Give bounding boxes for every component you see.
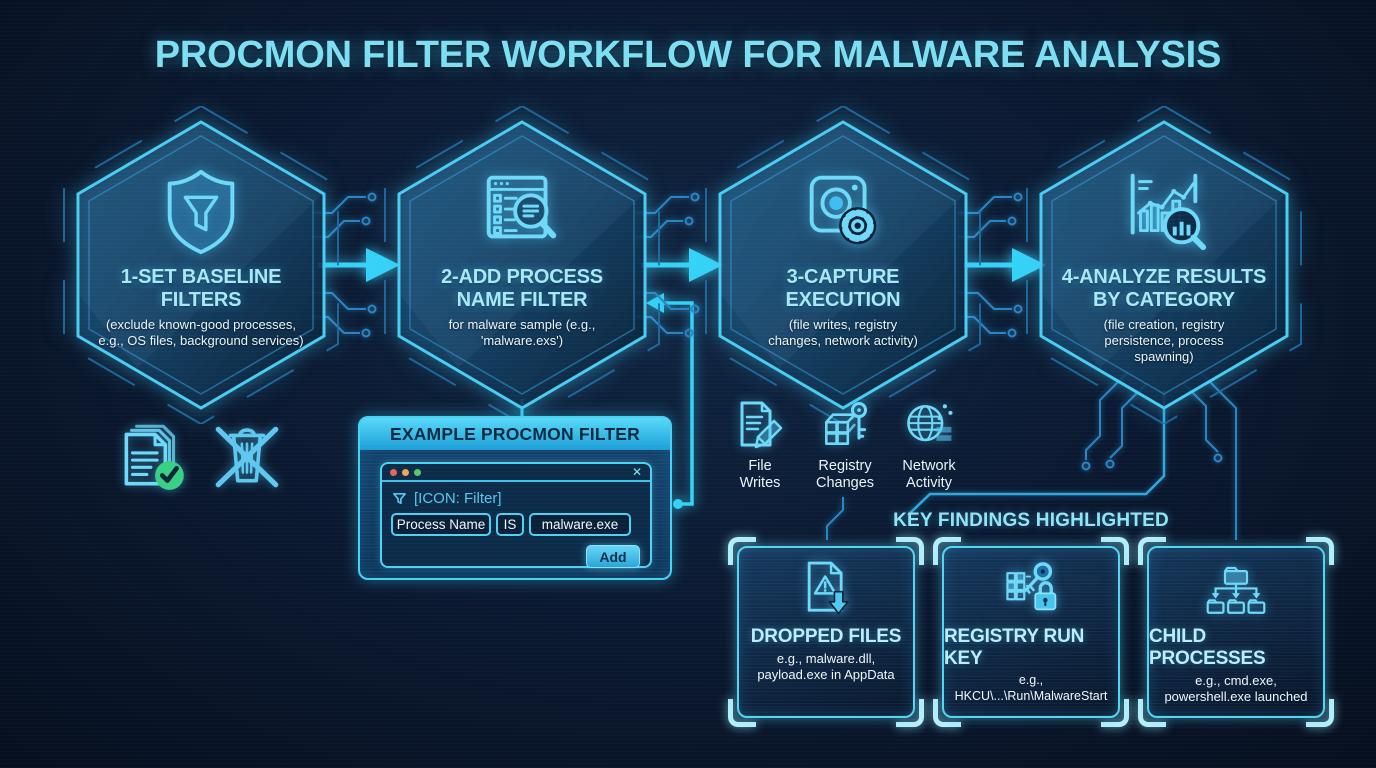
corner-bracket — [728, 699, 756, 727]
corner-bracket — [1138, 699, 1166, 727]
step-subtitle: (exclude known-good processes, e.g., OS … — [98, 316, 304, 348]
network-activity-icon — [907, 404, 953, 442]
approved-documents-icon — [124, 424, 184, 490]
finding-child-processes: CHILD PROCESSES e.g., cmd.exe, powershel… — [1138, 537, 1334, 727]
finding-title: CHILD PROCESSES — [1149, 626, 1266, 669]
arrowhead-step1-step2 — [366, 248, 400, 282]
step-4-hexagon: 4-ANALYZE RESULTS BY CATEGORY (file crea… — [1020, 106, 1308, 424]
window-dot-orange-icon — [402, 468, 409, 476]
window-dot-red-icon — [390, 468, 397, 476]
finding-subtitle: e.g., HKCU\...\Run\MalwareStart — [954, 673, 1108, 703]
page-title: PROCMON FILTER WORKFLOW FOR MALWARE ANAL… — [154, 34, 1222, 76]
hexagon-frame — [705, 106, 981, 424]
corner-bracket — [1138, 537, 1166, 565]
registry-run-key-icon — [1006, 562, 1057, 611]
corner-bracket — [1101, 699, 1129, 727]
hexagon-frame — [384, 106, 660, 424]
step-title: 3-CAPTURE EXECUTION — [785, 266, 901, 311]
category-label: File Writes — [739, 458, 781, 491]
arrowhead-step3-step4 — [1012, 248, 1046, 282]
corner-bracket — [728, 537, 756, 565]
registry-changes-icon — [825, 402, 868, 445]
example-filter-dialog: EXAMPLE PROCMON FILTER ✕ [ICON: Filter] … — [358, 416, 672, 580]
process-list-search-icon — [486, 175, 557, 239]
finding-subtitle: e.g., cmd.exe, powershell.exe launched — [1164, 673, 1308, 705]
file-writes-icon — [740, 401, 783, 449]
connector-step4-keyfindings — [907, 390, 1166, 516]
corner-bracket — [933, 537, 961, 565]
funnel-icon — [393, 492, 406, 505]
corner-bracket — [896, 699, 924, 727]
finding-dropped-files: DROPPED FILES e.g., malware.dll, payload… — [728, 537, 924, 727]
arrowhead-step2-step3 — [689, 248, 723, 282]
key-findings-heading: KEY FINDINGS HIGHLIGHTED — [893, 510, 1169, 531]
filter-relation-field[interactable]: IS — [496, 513, 524, 536]
finding-title: REGISTRY RUN KEY — [944, 626, 1085, 669]
hexagon-frame — [63, 106, 339, 424]
category-label: Registry Changes — [815, 458, 875, 491]
category-file-writes: File Writes — [714, 397, 806, 491]
corner-bracket — [896, 537, 924, 565]
finding-title: DROPPED FILES — [750, 626, 902, 647]
step-subtitle: (file writes, registry changes, network … — [768, 316, 918, 348]
dropped-file-icon — [807, 561, 849, 615]
corner-bracket — [1306, 537, 1334, 565]
add-button[interactable]: Add — [586, 545, 640, 568]
excluded-trash-icon — [215, 426, 279, 488]
step-subtitle: (file creation, registry persistence, pr… — [1103, 316, 1225, 365]
child-processes-icon — [1206, 566, 1266, 614]
connector-droppedfiles — [826, 497, 844, 540]
camera-gear-icon — [809, 175, 877, 245]
dialog-header: EXAMPLE PROCMON FILTER — [360, 418, 670, 450]
corner-bracket — [1101, 537, 1129, 565]
filter-fields-row: Process Name IS malware.exe — [382, 513, 650, 536]
chart-magnifier-icon — [1130, 173, 1207, 251]
hexagon-frame — [1026, 106, 1302, 424]
feedback-terminal-dot — [673, 499, 683, 509]
step-subtitle: for malware sample (e.g., 'malware.exs') — [448, 316, 596, 348]
baseline-filter-icons — [112, 410, 292, 502]
finding-subtitle: e.g., malware.dll, payload.exe in AppDat… — [757, 651, 895, 683]
finding-registry-run-key: REGISTRY RUN KEY e.g., HKCU\...\Run\Malw… — [933, 537, 1129, 727]
filter-value-field[interactable]: malware.exe — [529, 513, 631, 536]
connector-step4-childprocesses — [1199, 371, 1237, 540]
filter-mini-window: ✕ [ICON: Filter] Process Name IS malware… — [380, 462, 652, 568]
step-title: 4-ANALYZE RESULTS BY CATEGORY — [1061, 266, 1267, 311]
shield-funnel-icon — [167, 169, 235, 255]
category-label: Network Activity — [902, 458, 956, 491]
category-network-activity: Network Activity — [883, 397, 975, 491]
step-2-hexagon: 2-ADD PROCESS NAME FILTER for malware sa… — [378, 106, 666, 424]
step-1-hexagon: 1-SET BASELINE FILTERS (exclude known-go… — [57, 106, 345, 424]
step-title: 2-ADD PROCESS NAME FILTER — [441, 266, 603, 311]
mini-window-titlebar: ✕ — [382, 464, 650, 482]
corner-bracket — [1306, 699, 1334, 727]
filter-label-row: [ICON: Filter] — [382, 482, 650, 513]
corner-bracket — [933, 699, 961, 727]
window-dot-green-icon — [414, 468, 421, 476]
filter-column-field[interactable]: Process Name — [391, 513, 491, 536]
filter-label: [ICON: Filter] — [414, 490, 502, 507]
feedback-line-dialog-step2 — [664, 301, 694, 506]
close-icon[interactable]: ✕ — [631, 465, 642, 479]
step-3-hexagon: 3-CAPTURE EXECUTION (file writes, regist… — [699, 106, 987, 424]
step-title: 1-SET BASELINE FILTERS — [120, 266, 282, 311]
category-registry-changes: Registry Changes — [799, 397, 891, 491]
